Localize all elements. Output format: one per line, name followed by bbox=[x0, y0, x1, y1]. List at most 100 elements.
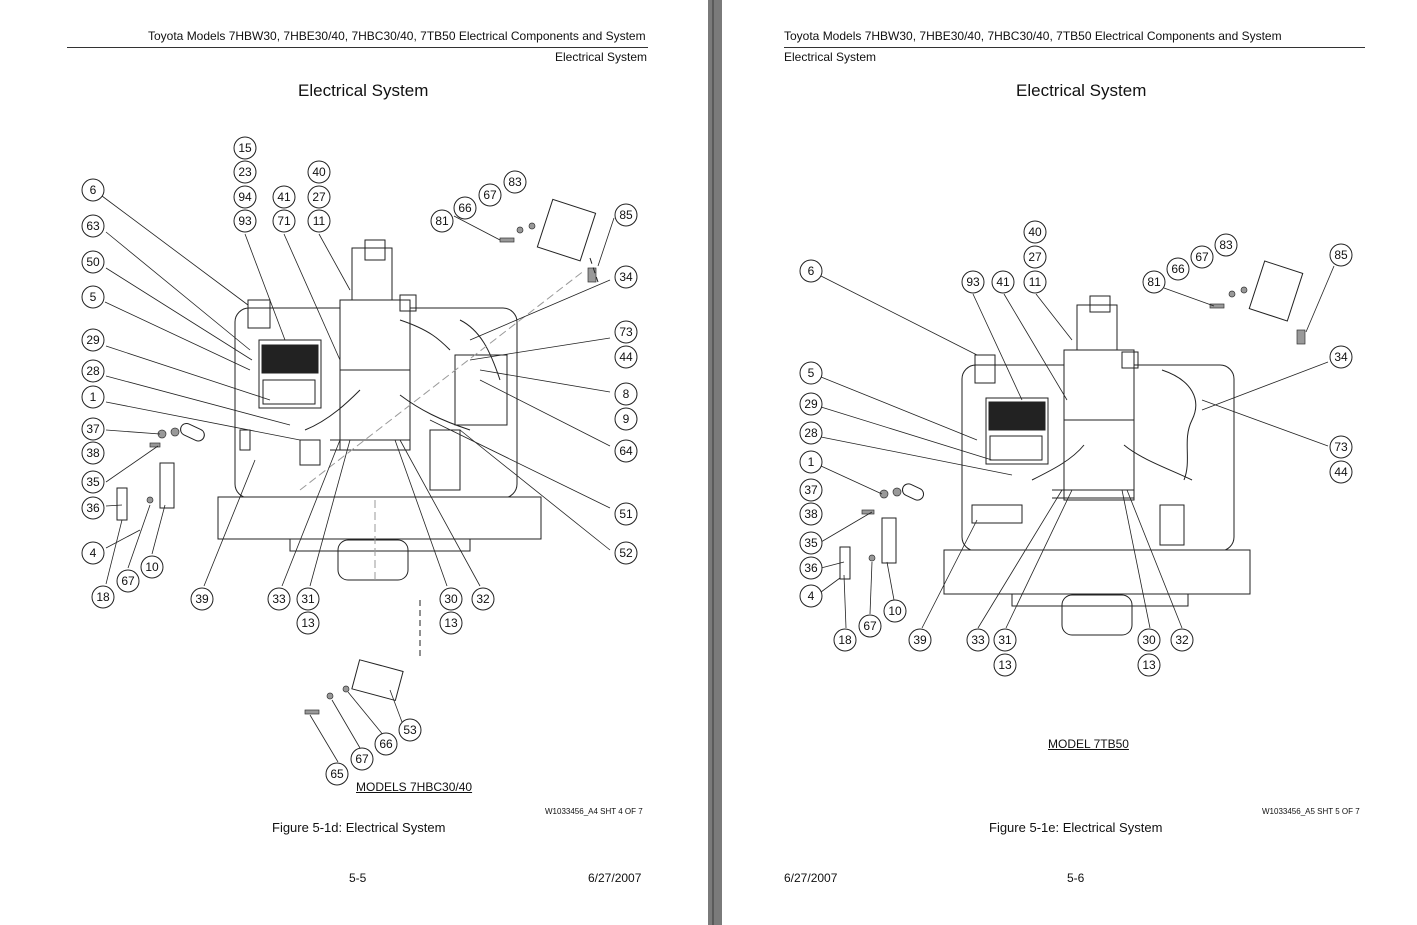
svg-text:73: 73 bbox=[1334, 440, 1348, 454]
svg-text:6: 6 bbox=[90, 183, 97, 197]
leader-lines bbox=[820, 265, 1335, 629]
callout-bubble: 66 bbox=[374, 732, 398, 756]
callouts-left: 15 23 94 93 40 27 11 41 71 6 63 50 5 29 … bbox=[81, 136, 638, 786]
svg-text:1: 1 bbox=[90, 390, 97, 404]
svg-text:81: 81 bbox=[1147, 275, 1161, 289]
callout-bubble: 10 bbox=[140, 555, 164, 579]
callout-bubble: 83 bbox=[1214, 233, 1238, 257]
svg-text:13: 13 bbox=[301, 616, 315, 630]
callout-bubble: 36 bbox=[799, 556, 823, 580]
svg-text:81: 81 bbox=[435, 214, 449, 228]
svg-text:1: 1 bbox=[808, 455, 815, 469]
svg-text:67: 67 bbox=[483, 188, 497, 202]
model-label: MODELS 7HBC30/40 bbox=[356, 780, 473, 794]
callout-bubble: 94 bbox=[233, 185, 257, 209]
callout-bubble: 51 bbox=[614, 502, 638, 526]
callout-bubble: 28 bbox=[81, 359, 105, 383]
svg-text:52: 52 bbox=[619, 546, 633, 560]
callout-bubble: 1 bbox=[799, 450, 823, 474]
callout-bubble: 67 bbox=[858, 614, 882, 638]
callouts-right: 40 27 11 93 41 6 5 29 28 1 37 38 35 36 4… bbox=[799, 220, 1353, 677]
svg-text:27: 27 bbox=[1028, 250, 1042, 264]
callout-bubble: 6 bbox=[799, 259, 823, 283]
svg-text:44: 44 bbox=[619, 350, 633, 364]
svg-text:30: 30 bbox=[444, 592, 458, 606]
svg-text:13: 13 bbox=[444, 616, 458, 630]
callout-bubble: 35 bbox=[81, 470, 105, 494]
callout-bubble: 81 bbox=[430, 209, 454, 233]
figure-caption: Figure 5-1e: Electrical System bbox=[989, 820, 1163, 835]
callout-bubble: 73 bbox=[1329, 435, 1353, 459]
callout-bubble: 40 bbox=[307, 160, 331, 184]
svg-text:83: 83 bbox=[1219, 238, 1233, 252]
callout-bubble: 37 bbox=[81, 417, 105, 441]
callout-bubble: 83 bbox=[503, 170, 527, 194]
page-number: 5-6 bbox=[1067, 871, 1085, 885]
svg-text:8: 8 bbox=[623, 387, 630, 401]
header-title: Toyota Models 7HBW30, 7HBE30/40, 7HBC30/… bbox=[148, 29, 646, 43]
svg-text:67: 67 bbox=[121, 574, 135, 588]
callout-bubble: 67 bbox=[116, 569, 140, 593]
callout-bubble: 44 bbox=[614, 345, 638, 369]
svg-text:39: 39 bbox=[913, 633, 927, 647]
callout-bubble: 29 bbox=[81, 328, 105, 352]
svg-text:64: 64 bbox=[619, 444, 633, 458]
svg-text:5: 5 bbox=[90, 290, 97, 304]
callout-bubble: 41 bbox=[272, 185, 296, 209]
callout-bubble: 1 bbox=[81, 385, 105, 409]
header-rule bbox=[784, 47, 1365, 48]
callout-bubble: 9 bbox=[614, 407, 638, 431]
callout-bubble: 6 bbox=[81, 178, 105, 202]
electrical-diagram-left: 15 23 94 93 40 27 11 41 71 6 63 50 5 29 … bbox=[81, 136, 638, 786]
model-label: MODEL 7TB50 bbox=[1048, 737, 1129, 751]
svg-text:31: 31 bbox=[998, 633, 1012, 647]
callout-bubble: 5 bbox=[81, 285, 105, 309]
callout-bubble: 32 bbox=[471, 587, 495, 611]
callout-bubble: 4 bbox=[81, 541, 105, 565]
callout-bubble: 93 bbox=[961, 270, 985, 294]
callout-bubble: 66 bbox=[453, 196, 477, 220]
svg-text:15: 15 bbox=[238, 141, 252, 155]
callout-bubble: 33 bbox=[267, 587, 291, 611]
svg-text:11: 11 bbox=[313, 214, 326, 228]
left-page: Toyota Models 7HBW30, 7HBE30/40, 7HBC30/… bbox=[0, 0, 708, 925]
svg-text:67: 67 bbox=[355, 752, 369, 766]
callout-bubble: 29 bbox=[799, 392, 823, 416]
callout-bubble: 32 bbox=[1170, 628, 1194, 652]
header-rule bbox=[67, 47, 648, 48]
svg-text:51: 51 bbox=[619, 507, 633, 521]
svg-text:34: 34 bbox=[619, 270, 633, 284]
callout-bubble: 67 bbox=[350, 747, 374, 771]
header-section: Electrical System bbox=[784, 50, 877, 64]
svg-text:66: 66 bbox=[1171, 262, 1185, 276]
svg-text:10: 10 bbox=[888, 604, 902, 618]
callout-bubble: 11 bbox=[1023, 270, 1047, 294]
callout-bubble: 30 bbox=[439, 587, 463, 611]
svg-text:53: 53 bbox=[403, 723, 417, 737]
svg-text:4: 4 bbox=[90, 546, 97, 560]
svg-text:13: 13 bbox=[1142, 658, 1156, 672]
callout-bubble: 34 bbox=[1329, 345, 1353, 369]
svg-text:11: 11 bbox=[1029, 275, 1042, 289]
callout-bubble: 85 bbox=[614, 203, 638, 227]
svg-text:40: 40 bbox=[1028, 225, 1042, 239]
callout-bubble: 18 bbox=[833, 628, 857, 652]
page-date: 6/27/2007 bbox=[784, 871, 838, 885]
callout-bubble: 5 bbox=[799, 361, 823, 385]
svg-text:67: 67 bbox=[1195, 250, 1209, 264]
svg-text:29: 29 bbox=[86, 333, 100, 347]
callout-bubble: 13 bbox=[993, 653, 1017, 677]
svg-text:36: 36 bbox=[86, 501, 100, 515]
svg-text:6: 6 bbox=[808, 264, 815, 278]
svg-text:94: 94 bbox=[238, 190, 252, 204]
loose-parts bbox=[839, 260, 1306, 580]
callout-bubble: 67 bbox=[1190, 245, 1214, 269]
callout-bubble: 73 bbox=[614, 320, 638, 344]
page-gutter bbox=[708, 0, 722, 925]
callout-bubble: 64 bbox=[614, 439, 638, 463]
callout-bubble: 15 bbox=[233, 136, 257, 160]
svg-text:4: 4 bbox=[808, 589, 815, 603]
callout-bubble: 41 bbox=[991, 270, 1015, 294]
svg-text:35: 35 bbox=[86, 475, 100, 489]
svg-text:34: 34 bbox=[1334, 350, 1348, 364]
